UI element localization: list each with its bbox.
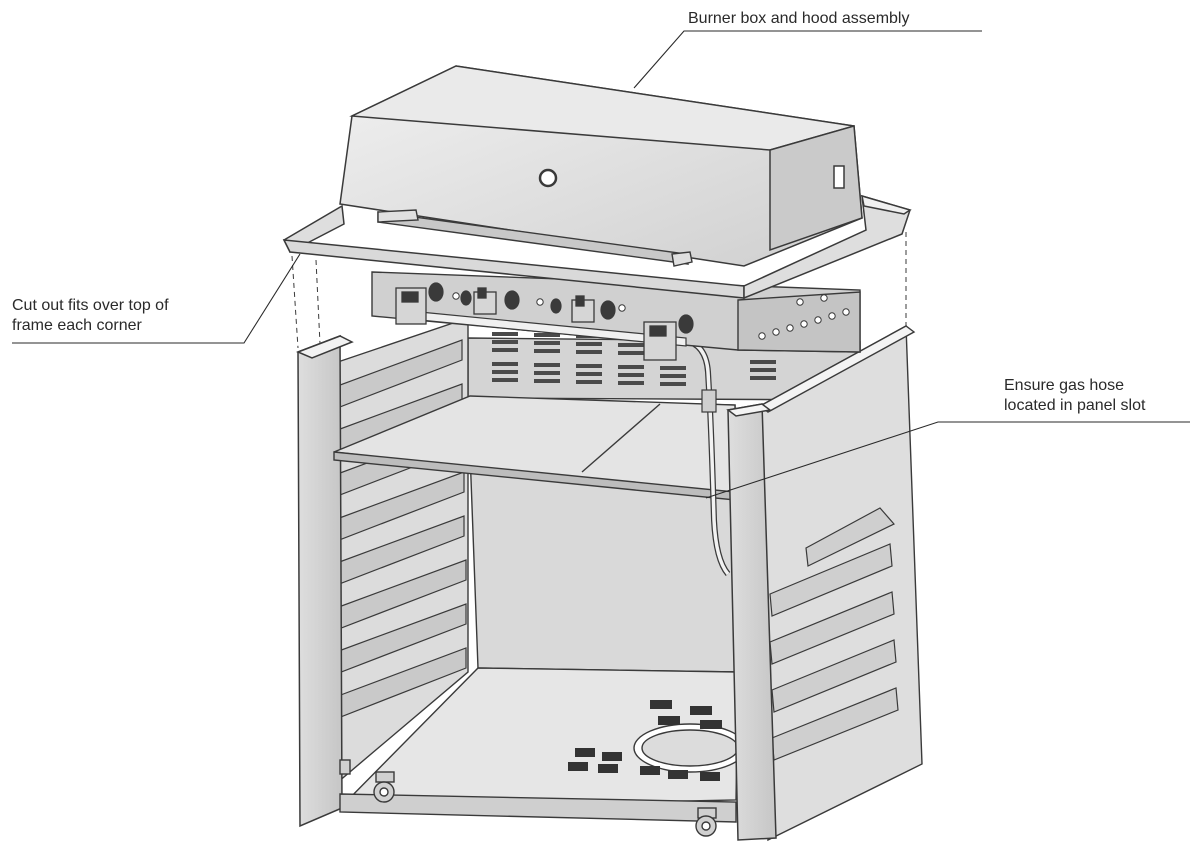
control-knobs: [428, 282, 694, 334]
callout-cut-out-line1: Cut out fits over top of: [12, 297, 169, 314]
callout-cut-out-line2: frame each corner: [12, 317, 142, 334]
casters: [339, 759, 717, 837]
callout-gas-hose-line2: located in panel slot: [1004, 397, 1146, 414]
callout-burner-box-text: Burner box and hood assembly: [688, 10, 910, 27]
burner-valves: [395, 287, 677, 361]
grill-hood: [339, 65, 863, 267]
callout-gas-hose-line1: Ensure gas hose: [1004, 377, 1125, 394]
front-base-rail: [339, 793, 737, 823]
front-right-pillar: [726, 403, 777, 841]
leader-lines: [12, 30, 1190, 499]
cart-shelf: [333, 395, 736, 501]
hood-handle: [377, 209, 693, 267]
leader-burner-box: [633, 30, 982, 89]
callout-cut-out: Cut out fits over top of frame each corn…: [12, 296, 169, 336]
corner-alignment-guides: [291, 232, 907, 349]
callout-gas-hose: Ensure gas hose located in panel slot: [1004, 376, 1145, 416]
leader-cut-out: [12, 253, 301, 344]
callout-burner-box: Burner box and hood assembly: [688, 9, 909, 29]
right-panel-slats: [769, 507, 899, 761]
gas-hose: [683, 337, 731, 576]
burner-box-holes: [452, 292, 850, 340]
leader-gas-hose: [705, 421, 1190, 499]
back-vent-slots: [492, 332, 776, 386]
grill-trim-frame: [282, 194, 912, 300]
floor-vent-slots: [568, 700, 722, 781]
